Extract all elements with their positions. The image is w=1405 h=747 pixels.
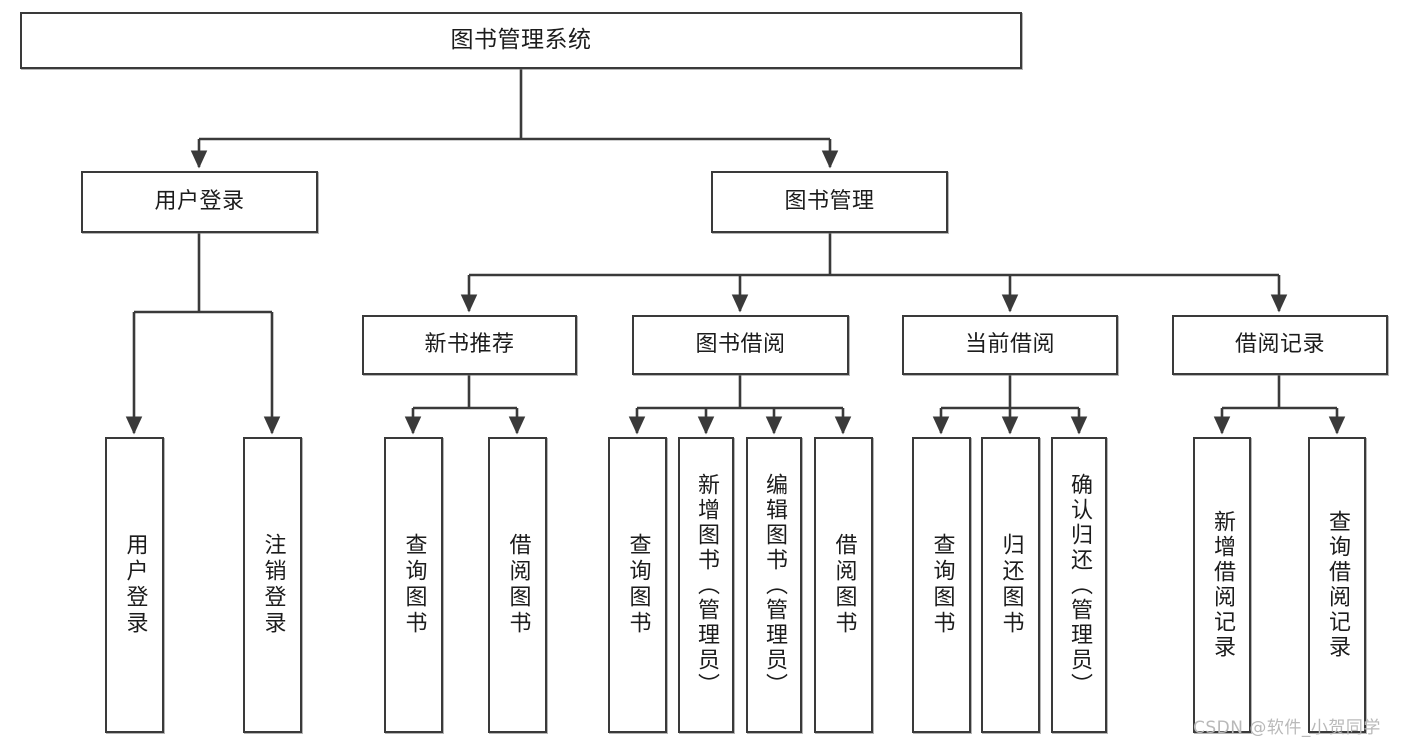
node-leaf-query-book-2[interactable]: 查询图书 bbox=[608, 437, 667, 733]
node-leaf-confirm-return[interactable]: 确认归还（管理员） bbox=[1051, 437, 1107, 733]
node-leaf-borrow-book-1[interactable]: 借阅图书 bbox=[488, 437, 547, 733]
node-label: 用户登录 bbox=[154, 189, 245, 215]
node-book-borrow[interactable]: 图书借阅 bbox=[632, 315, 849, 375]
node-leaf-add-book[interactable]: 新增图书（管理员） bbox=[678, 437, 734, 733]
node-label: 当前借阅 bbox=[964, 332, 1055, 358]
node-label: 图书管理 bbox=[784, 189, 875, 215]
node-label: 用户登录 bbox=[122, 533, 148, 637]
node-book-management[interactable]: 图书管理 bbox=[711, 171, 948, 233]
node-label: 查询图书 bbox=[401, 533, 427, 637]
node-label: 查询借阅记录 bbox=[1325, 510, 1350, 660]
node-label: 新书推荐 bbox=[424, 332, 515, 358]
node-root-system[interactable]: 图书管理系统 bbox=[20, 12, 1022, 69]
node-label: 归还图书 bbox=[998, 533, 1024, 637]
node-label: 图书借阅 bbox=[695, 332, 786, 358]
node-label: 编辑图书（管理员） bbox=[762, 472, 787, 698]
node-label: 图书管理系统 bbox=[450, 26, 592, 53]
node-leaf-logout[interactable]: 注销登录 bbox=[243, 437, 302, 733]
node-leaf-query-book-3[interactable]: 查询图书 bbox=[912, 437, 971, 733]
node-label: 查询图书 bbox=[929, 533, 955, 637]
node-user-login[interactable]: 用户登录 bbox=[81, 171, 318, 233]
node-label: 借阅图书 bbox=[831, 533, 857, 637]
node-label: 借阅记录 bbox=[1234, 332, 1325, 358]
node-label: 确认归还（管理员） bbox=[1067, 472, 1092, 698]
node-leaf-add-record[interactable]: 新增借阅记录 bbox=[1193, 437, 1251, 733]
node-leaf-query-book-1[interactable]: 查询图书 bbox=[384, 437, 443, 733]
node-new-book-recommend[interactable]: 新书推荐 bbox=[362, 315, 577, 375]
node-leaf-borrow-book-2[interactable]: 借阅图书 bbox=[814, 437, 873, 733]
node-current-borrow[interactable]: 当前借阅 bbox=[902, 315, 1118, 375]
node-label: 新增借阅记录 bbox=[1210, 510, 1235, 660]
node-label: 借阅图书 bbox=[505, 533, 531, 637]
node-leaf-edit-book[interactable]: 编辑图书（管理员） bbox=[746, 437, 802, 733]
node-label: 注销登录 bbox=[260, 533, 286, 637]
node-leaf-return-book[interactable]: 归还图书 bbox=[981, 437, 1040, 733]
node-label: 新增图书（管理员） bbox=[694, 472, 719, 698]
csdn-watermark: CSDN @软件_小贺同学 bbox=[1193, 718, 1381, 738]
node-label: 查询图书 bbox=[625, 533, 651, 637]
node-leaf-query-record[interactable]: 查询借阅记录 bbox=[1308, 437, 1366, 733]
node-borrow-record[interactable]: 借阅记录 bbox=[1172, 315, 1388, 375]
node-leaf-user-login[interactable]: 用户登录 bbox=[105, 437, 164, 733]
